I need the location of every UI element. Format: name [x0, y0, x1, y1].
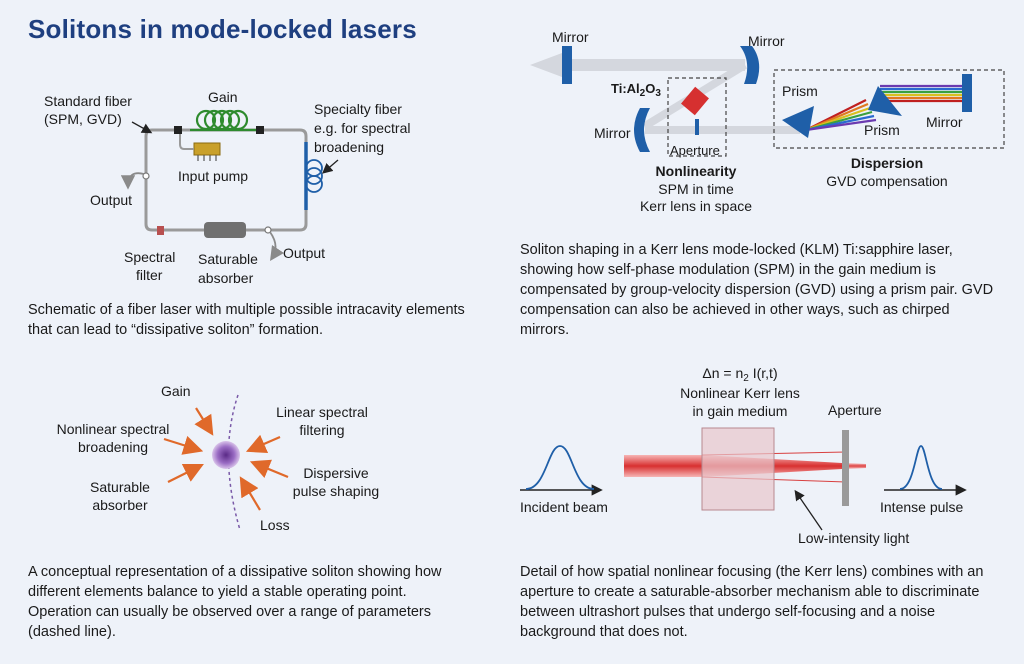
specialty-fiber-label-3: broadening: [314, 139, 385, 155]
gvd-label: GVD compensation: [826, 173, 948, 189]
operating-range-dashed-line: [227, 394, 241, 531]
klm-schematic: [530, 46, 1005, 157]
kerr-medium: [701, 427, 775, 511]
incident-pulse-shape: [525, 445, 595, 490]
concept-caption: A conceptual representation of a dissipa…: [28, 564, 442, 640]
concept-saturable-label-2: absorber: [92, 497, 148, 513]
saturable-absorber: [204, 222, 246, 238]
mirror-label-top-right: Mirror: [748, 33, 785, 49]
aperture-label: Aperture: [670, 143, 720, 158]
specialty-fiber-label-2: e.g. for spectral: [314, 120, 411, 136]
spectral-filter: [157, 226, 164, 235]
incident-laser-beam: [624, 455, 702, 477]
aperture: [695, 119, 699, 135]
pump-coupling: [179, 134, 194, 150]
fiber-caption: Schematic of a fiber laser with multiple…: [28, 302, 465, 338]
crystal-label: Ti:Al2O3: [611, 81, 661, 99]
prism-1: [782, 106, 814, 138]
nonlinearity-box: [667, 77, 727, 157]
kerr-caption: Detail of how spatial nonlinear focusing…: [520, 564, 984, 640]
input-pump-label: Input pump: [178, 168, 249, 184]
ti-sapphire-crystal: [681, 86, 709, 116]
output-right-label: Output: [283, 245, 326, 261]
concept-dispersive-label-2: pulse shaping: [292, 483, 380, 499]
concept-nonlinear-label: Nonlinear spectral: [56, 421, 170, 437]
spectral-filter-label: Spectral: [124, 249, 176, 265]
kerr-formula: Δn = n2 I(r,t): [702, 365, 778, 384]
mirror-label-top-left: Mirror: [552, 29, 589, 45]
prism-2: [868, 86, 902, 116]
output-coupler: [142, 172, 150, 180]
saturable-absorber-label-2: absorber: [198, 270, 254, 286]
intense-pulse-shape: [899, 445, 943, 490]
concept-linear-label-2: filtering: [299, 422, 345, 438]
mirror-top-right: [740, 46, 760, 84]
mirror-label-left: Mirror: [594, 125, 631, 141]
kerr-lens-label: Nonlinear Kerr lens: [680, 385, 800, 401]
kerr-aperture-label: Aperture: [828, 402, 882, 418]
kerr-space-label: Kerr lens in space: [639, 198, 753, 214]
gain-label: Gain: [208, 89, 238, 105]
mirror-label-right: Mirror: [926, 114, 963, 130]
concept-gain-label: Gain: [161, 383, 191, 399]
transmitted-beam: [846, 463, 866, 469]
soliton-core: [212, 441, 240, 469]
low-intensity-label: Low-intensity light: [798, 530, 910, 546]
specialty-coil: [305, 159, 323, 193]
klm-caption: Soliton shaping in a Kerr lens mode-lock…: [520, 242, 994, 338]
pump-diode: [193, 142, 221, 156]
saturable-absorber-label: Saturable: [198, 251, 258, 267]
output-coupler: [264, 226, 272, 234]
aperture-plate: [842, 430, 849, 506]
kerr-lens-detail: [520, 427, 967, 531]
mirror-right: [962, 74, 972, 112]
concept-loss-label: Loss: [260, 517, 290, 533]
output-left-label: Output: [90, 192, 133, 208]
mirror-top-left: [562, 46, 572, 84]
mirror-left: [634, 108, 650, 152]
concept-linear-label: Linear spectral: [276, 404, 368, 420]
output-beam-arrow: [530, 53, 745, 77]
dispersion-box: [773, 69, 1005, 149]
standard-fiber-label: Standard fiber: [44, 93, 132, 109]
dispersed-spectrum: [805, 84, 962, 132]
gain-coil: [190, 109, 258, 132]
concept-dispersive-label: Dispersive: [303, 465, 369, 481]
nonlinearity-label: Nonlinearity: [655, 163, 737, 179]
intense-pulse-label: Intense pulse: [880, 499, 964, 515]
spm-time-label: SPM in time: [658, 181, 734, 197]
page-title: Solitons in mode-locked lasers: [28, 14, 417, 44]
connector: [256, 126, 264, 134]
fiber-laser-schematic: [120, 109, 339, 261]
incident-beam-label: Incident beam: [520, 499, 608, 515]
specialty-fiber-label: Specialty fiber: [314, 101, 402, 117]
standard-fiber-label-2: (SPM, GVD): [44, 111, 122, 127]
kerr-lens-label-2: in gain medium: [692, 403, 788, 419]
soliton-concept: [163, 394, 289, 531]
prism-label-1: Prism: [782, 83, 818, 99]
spectral-filter-label-2: filter: [136, 267, 163, 283]
concept-saturable-label: Saturable: [90, 479, 150, 495]
prism-label-2: Prism: [864, 122, 900, 138]
connector: [174, 126, 182, 134]
concept-nonlinear-label-2: broadening: [77, 439, 149, 455]
dispersion-label: Dispersion: [850, 155, 924, 171]
